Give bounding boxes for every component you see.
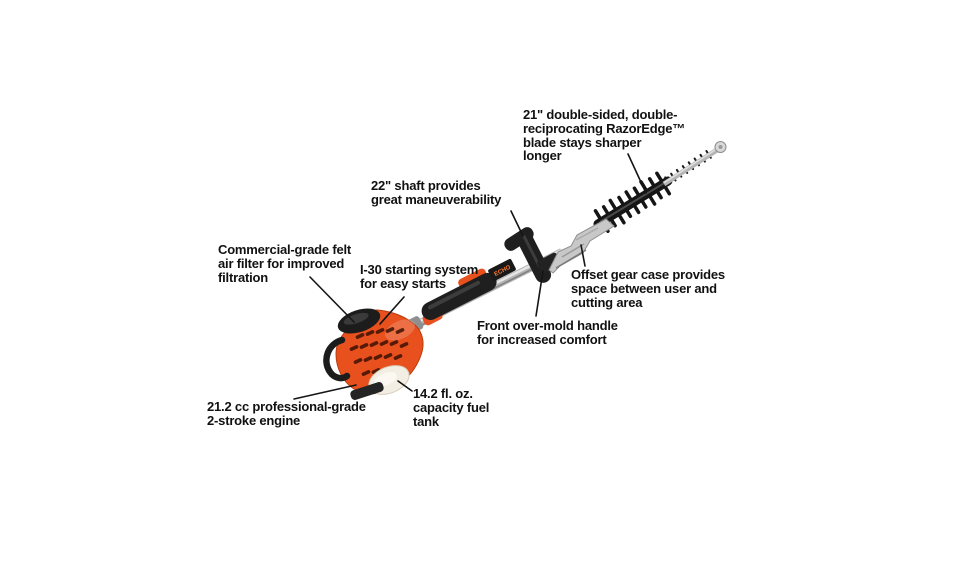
blade-bar [662,147,719,187]
leader-line-engine [293,384,357,400]
engine-illustration [323,308,424,400]
leader-line-air-filter [309,276,355,323]
callout-gear-case: Offset gear case provides space between … [571,267,725,310]
callout-front-handle: Front over-mold handle for increased com… [477,318,618,347]
engine-foot [350,382,384,400]
leader-line-blade [627,153,647,194]
callout-blade: 21" double-sided, double- reciprocating … [523,107,686,164]
leader-lines [293,153,647,400]
callout-air-filter: Commercial-grade felt air filter for imp… [218,242,352,285]
leader-line-shaft [510,210,524,237]
blade-illustration [593,141,727,233]
callout-engine: 21.2 cc professional-grade 2-stroke engi… [207,399,366,428]
blade-tip [714,141,727,153]
rear-grip [421,268,497,326]
leader-line-starting-system [379,296,405,325]
callout-starting-system: I-30 starting system for easy starts [360,262,479,291]
callout-fuel-tank: 14.2 fl. oz. capacity fuel tank [413,386,490,429]
engine-vents [349,327,409,376]
leader-line-front-handle [535,270,544,317]
callout-shaft: 22" shaft provides great maneuverability [371,178,502,207]
leader-line-gear-case [580,244,586,267]
air-filter-cover [337,308,381,334]
leader-line-fuel-tank [397,380,413,392]
starter-handle [323,336,351,382]
